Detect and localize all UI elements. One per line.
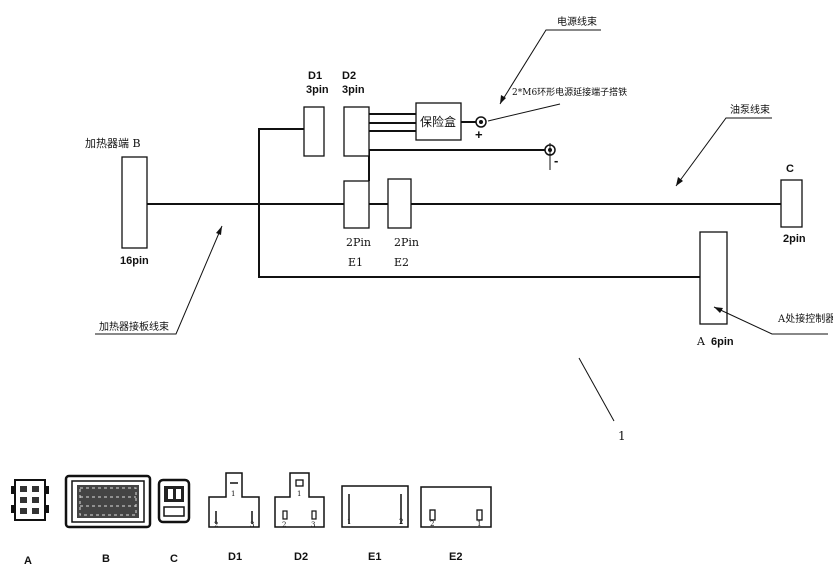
- c-name-label: C: [786, 163, 794, 175]
- plus-label: +: [475, 127, 483, 142]
- arrow-power-harness: [500, 95, 506, 104]
- d2-pin3-label: 3: [311, 521, 315, 529]
- d2-pins-label: 3pin: [342, 84, 365, 96]
- power-harness-label: 电源线束: [557, 15, 597, 28]
- legend-b-label: B: [102, 553, 110, 565]
- arrow-pump-harness: [676, 177, 683, 186]
- connector-e1: [343, 180, 370, 229]
- legend-connector-c: [157, 478, 191, 524]
- legend-d1-label: D1: [228, 551, 242, 563]
- e2-pin2-label: 2: [430, 520, 434, 528]
- wiring-lines: [147, 113, 781, 278]
- legend-connector-d2: [274, 472, 325, 528]
- e1-pin1-label: 1: [347, 518, 351, 526]
- legend-a-label: A: [24, 555, 32, 567]
- legend-e2-label: E2: [449, 551, 462, 563]
- c-pins-label: 2pin: [783, 233, 806, 245]
- connector-a: [699, 231, 728, 325]
- e2-pin1-label: 1: [477, 520, 481, 528]
- leader-ref-1: [578, 357, 615, 422]
- fuse-box: [415, 102, 462, 141]
- connector-d2: [343, 106, 370, 157]
- d2-pin-top-label: 1: [297, 490, 301, 498]
- d1-pins-label: 3pin: [306, 84, 329, 96]
- plus-terminal-dot: [479, 120, 483, 124]
- d2-name-label: D2: [342, 70, 356, 82]
- leader-controller: [713, 306, 828, 335]
- a-name-label: A: [696, 335, 706, 348]
- connector-e2: [387, 178, 412, 229]
- arrow-board-harness: [216, 226, 222, 235]
- pump-harness-label: 油泵线束: [730, 103, 770, 116]
- legend-d2-label: D2: [294, 551, 308, 563]
- legend-connector-b: [64, 474, 152, 529]
- d1-pin2-label: 2: [214, 521, 218, 529]
- connector-b: [121, 156, 148, 249]
- heater-end-b-label: 加热器端 B: [85, 137, 141, 150]
- minus-label: -: [554, 153, 558, 168]
- leader-lines: [95, 29, 828, 422]
- legend-connector-e1: [341, 485, 409, 528]
- legend-e1-label: E1: [368, 551, 381, 563]
- connector-d1: [303, 106, 325, 157]
- leader-power-harness: [499, 29, 601, 105]
- b-pins-label: 16pin: [120, 255, 149, 267]
- controller-note-label: A处接控制器: [777, 312, 833, 325]
- heater-board-harness-label: 加热器接板线束: [99, 320, 169, 333]
- ring-terminal-note-label: 2*M6环形电源延接端子搭铁: [512, 86, 627, 98]
- leader-board-harness: [95, 225, 223, 335]
- d2-pin2-label: 2: [282, 521, 286, 529]
- connector-c: [780, 179, 803, 228]
- d1-name-label: D1: [308, 70, 322, 82]
- wire-trunk-to-a: [258, 128, 700, 278]
- d1-pin3-label: 3: [250, 521, 254, 529]
- leader-pump-harness: [675, 117, 772, 187]
- legend-c-label: C: [170, 553, 178, 565]
- plus-ground-strap: [487, 103, 561, 122]
- e1-name-label: E1: [348, 256, 363, 269]
- e2-pins-label: 2Pin: [394, 236, 419, 249]
- arrow-controller: [714, 307, 723, 313]
- a-pins-label: 6pin: [711, 336, 734, 348]
- d1-pin-top-label: 1: [231, 490, 235, 498]
- ref-number-label: 1: [618, 429, 626, 443]
- e1-pin2-label: 2: [399, 518, 403, 526]
- legend-connector-d1: [208, 472, 260, 528]
- fuse-box-label: 保险盒: [420, 114, 456, 129]
- legend-connector-e2: [420, 486, 492, 528]
- e1-pins-label: 2Pin: [346, 236, 371, 249]
- legend-connector-a: [11, 479, 49, 521]
- e2-name-label: E2: [394, 256, 409, 269]
